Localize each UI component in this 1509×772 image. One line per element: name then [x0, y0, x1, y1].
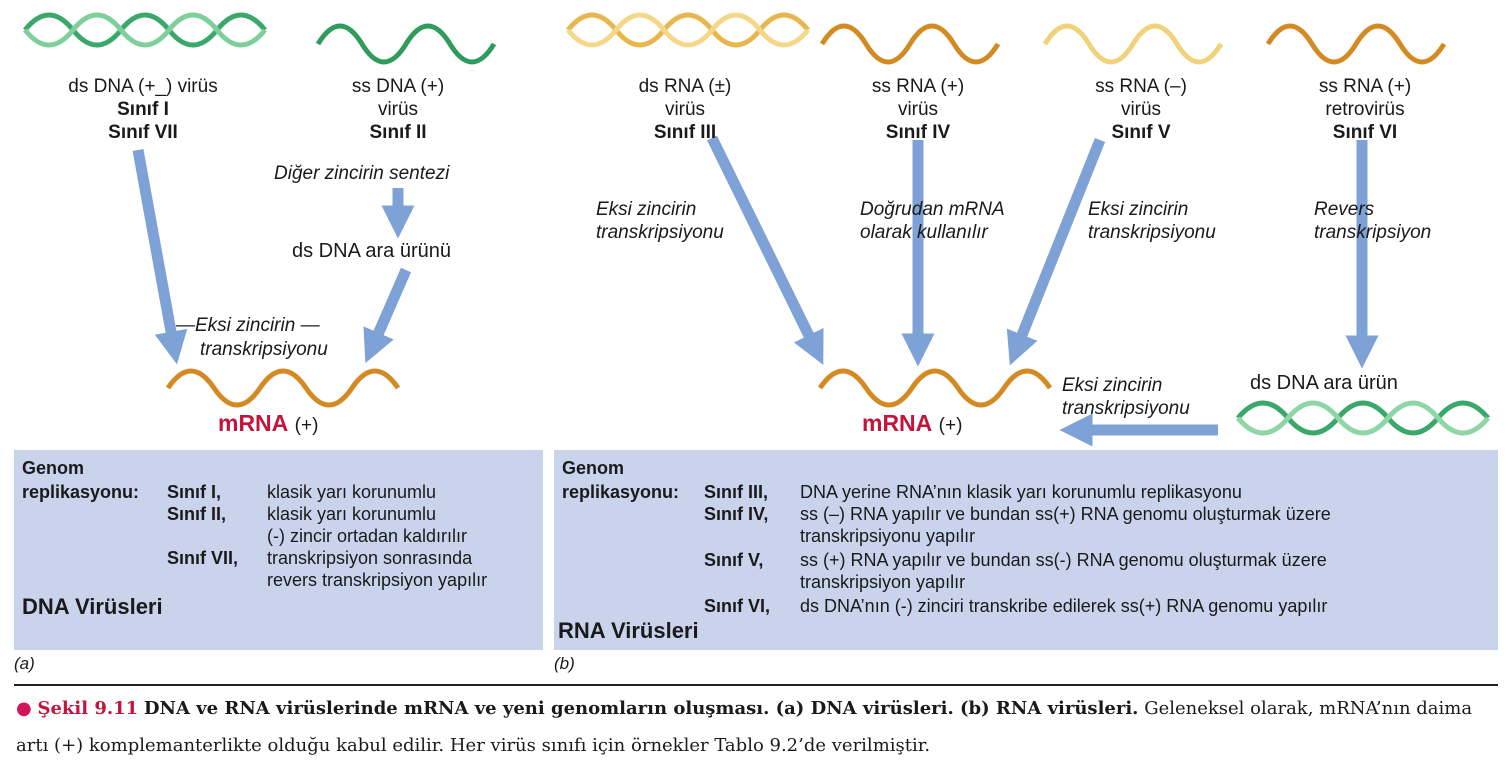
rna-genome-heading: Genom: [562, 458, 625, 478]
mrna-word: mRNA: [862, 410, 933, 436]
class1-name: Sınıf I: [117, 99, 169, 120]
arrow-class1-to-mrna: [132, 149, 188, 365]
class2-virus: virüs: [377, 99, 419, 120]
class3-type: ds RNA (±): [638, 76, 732, 97]
left-transcription-line1: —Eksi zincirin —: [176, 315, 320, 336]
caption-bold-text: DNA ve RNA virüslerinde mRNA ve yeni gen…: [143, 698, 1139, 719]
dna-viruses-title: DNA Virüsleri: [22, 594, 163, 619]
panel-a-label: (a): [14, 654, 35, 673]
class3-virus: virüs: [664, 99, 706, 120]
rna-row2-line1: ss (–) RNA yapılır ve bundan ss(+) RNA g…: [800, 504, 1331, 524]
class6-label: ss RNA (+) retrovirüs Sınıf VI: [1290, 75, 1440, 144]
class5-step-label: Eksi zincirin transkripsiyonu: [1088, 199, 1216, 243]
dna-genome-heading: Genom: [22, 458, 85, 478]
mrna-sign: (+): [938, 415, 963, 436]
helix-ds-dna-top: [23, 12, 267, 48]
left-transcription-line2: transkripsiyonu: [200, 339, 328, 360]
class4-step-label: Doğrudan mRNA olarak kullanılır: [860, 199, 1005, 243]
helix-ss-rna-plus-top: [819, 23, 1001, 65]
dna-row2-line1: klasik yarı korunumlu: [267, 504, 437, 524]
dna-row2-class: Sınıf II,: [167, 504, 227, 524]
class1-type: ds DNA (+_) virüs: [68, 76, 218, 97]
class6-name: Sınıf VI: [1332, 122, 1398, 143]
class5-label: ss RNA (–) virüs Sınıf V: [1066, 75, 1216, 144]
caption-rule: [14, 684, 1498, 686]
right-ds-dna-intermediate-label: ds DNA ara ürün: [1250, 372, 1398, 394]
rna-row3-line1: ss (+) RNA yapılır ve bundan ss(-) RNA g…: [800, 550, 1327, 570]
rna-row2-line2: transkripsiyonu yapılır: [800, 526, 976, 546]
rna-row4-line1: ds DNA’nın (-) zinciri transkribe ediler…: [800, 596, 1328, 616]
left-mrna-label: mRNA (+): [218, 410, 318, 437]
class4-label: ss RNA (+) virüs Sınıf IV: [843, 75, 993, 144]
class6-step-label: Revers transkripsiyon: [1314, 199, 1432, 243]
dna-row1-class: Sınıf I,: [167, 482, 221, 502]
dna-row3-line1: transkripsiyon sonrasında: [267, 548, 473, 568]
class2-type: ss DNA (+): [351, 76, 445, 97]
right-mrna-label: mRNA (+): [862, 410, 962, 437]
rna-viruses-title: RNA Virüsleri: [558, 618, 699, 643]
rna-row4-class: Sınıf VI,: [704, 596, 771, 616]
helix-mrna-right: [817, 368, 1053, 408]
class5-type: ss RNA (–): [1095, 76, 1187, 97]
caption-body-text: Geleneksel olarak, mRNA’nın daima artı (…: [16, 698, 1473, 756]
back-transcription-label: Eksi zincirin transkripsiyonu: [1062, 375, 1190, 419]
rna-row3-line2: transkripsiyon yapılır: [800, 572, 966, 592]
caption-figure-number: Şekil 9.11: [37, 698, 139, 719]
dna-row2-line2: (-) zincir ortadan kaldırılır: [267, 526, 468, 546]
class3-step-label: Eksi zincirin transkripsiyonu: [596, 199, 724, 243]
rna-row1-line1: DNA yerine RNA’nın klasik yarı korunumlu…: [800, 482, 1242, 502]
figure-caption: ● Şekil 9.11 DNA ve RNA virüslerinde mRN…: [16, 690, 1501, 764]
helix-mrna-left: [165, 368, 401, 408]
synthesis-label: Diğer zincirin sentezi: [274, 163, 450, 184]
class4-virus: virüs: [897, 99, 939, 120]
class5-virus: virüs: [1120, 99, 1162, 120]
dna-viruses-box: Genom replikasyonu: Sınıf I, klasik yarı…: [14, 450, 543, 650]
rna-replication-heading: replikasyonu:: [562, 482, 680, 502]
class7-name: Sınıf VII: [108, 122, 178, 143]
class3-label: ds RNA (±) virüs Sınıf III: [610, 75, 760, 144]
helix-ss-dna-top: [315, 23, 497, 65]
class2-name: Sınıf II: [369, 122, 427, 143]
class4-type: ss RNA (+): [871, 76, 965, 97]
dna-replication-heading: replikasyonu:: [22, 482, 140, 502]
rna-row1-class: Sınıf III,: [704, 482, 769, 502]
helix-ds-dna-right: [1236, 400, 1490, 436]
mrna-word: mRNA: [218, 410, 289, 436]
arrow-class5-to-mrna: [1006, 137, 1106, 366]
dna-row3-class: Sınıf VII,: [167, 548, 239, 568]
rna-row3-class: Sınıf V,: [704, 550, 764, 570]
class6-type: ss RNA (+): [1318, 76, 1412, 97]
class4-name: Sınıf IV: [885, 122, 951, 143]
dna-row1-line1: klasik yarı korunumlu: [267, 482, 437, 502]
helix-ss-rna-minus-top: [1042, 23, 1224, 65]
caption-bullet: ●: [16, 698, 32, 719]
helix-ds-rna-top: [566, 12, 810, 48]
rna-viruses-box: Genom replikasyonu: Sınıf III, DNA yerin…: [554, 450, 1498, 650]
class3-name: Sınıf III: [653, 122, 717, 143]
arrow-class3-to-mrna: [707, 135, 824, 365]
helix-retro-top: [1265, 23, 1447, 65]
rna-row2-class: Sınıf IV,: [704, 504, 769, 524]
arrow-intermediate-to-mrna: [363, 267, 412, 364]
class2-label: ss DNA (+) virüs Sınıf II: [318, 75, 478, 144]
ds-dna-intermediate-label: ds DNA ara ürünü: [292, 240, 451, 262]
class1-label: ds DNA (+_) virüs Sınıf I Sınıf VII: [45, 75, 241, 144]
class5-name: Sınıf V: [1111, 122, 1171, 143]
panel-b-label: (b): [554, 654, 575, 673]
class6-virus: retrovirüs: [1325, 99, 1405, 120]
mrna-sign: (+): [294, 415, 319, 436]
dna-row3-line2: revers transkripsiyon yapılır: [267, 570, 488, 590]
